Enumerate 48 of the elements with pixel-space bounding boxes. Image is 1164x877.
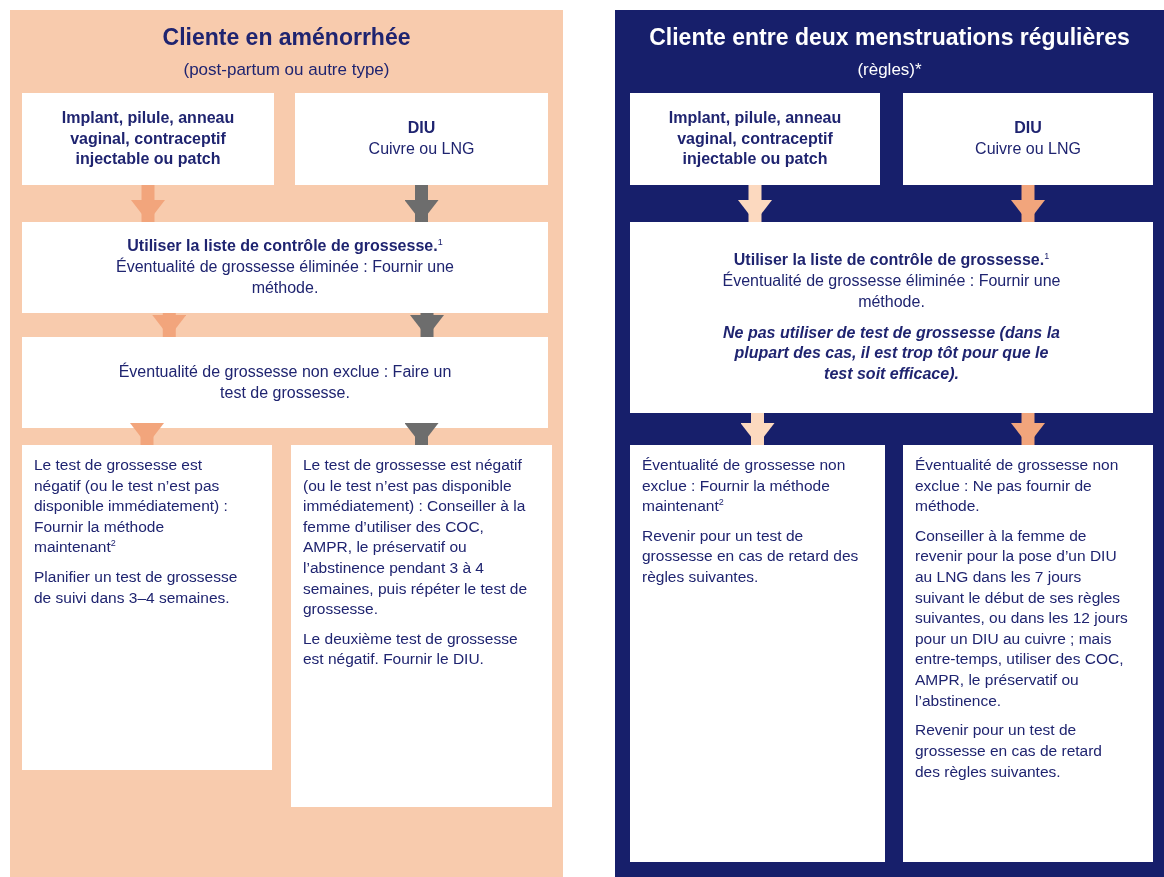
step-box xyxy=(295,93,548,185)
step-text: Éventualité de grossesse non exclue : Ne pas fournir de méthode. xyxy=(915,455,1120,517)
arrow xyxy=(404,185,439,222)
step-text: Utiliser la liste de contrôle de grossesse.$^{1}$ xyxy=(127,236,443,257)
arrow xyxy=(131,185,165,222)
step-text: Cuivre ou LNG xyxy=(975,139,1081,159)
arrow xyxy=(404,423,439,445)
step-box xyxy=(22,337,548,428)
step-box xyxy=(291,445,552,807)
step-box xyxy=(22,93,274,185)
step-box xyxy=(903,445,1153,862)
step-text: DIU xyxy=(407,118,436,139)
step-text: Implant, pilule, anneau vaginal, contraceptif injectable ou patch xyxy=(667,107,843,170)
step-text: Utiliser la liste de contrôle de grossesse.$^{1}$ xyxy=(733,250,1050,271)
panel-title: Cliente entre deux menstruations régulières xyxy=(648,24,1131,51)
arrow xyxy=(1011,185,1045,222)
panel-subtitle: (post-partum ou autre type) xyxy=(182,60,391,80)
step-text: Ne pas utiliser de test de grossesse (dans la plupart des cas, il est trop tôt pour que le test soit efficace). xyxy=(722,322,1061,385)
step-text: Implant, pilule, anneau vaginal, contraceptif injectable ou patch xyxy=(60,107,236,170)
step-text: DIU xyxy=(1014,118,1042,139)
panel-background xyxy=(615,10,1164,877)
step-text: Le test de grossesse est négatif (ou le test n’est pas disponible immédiatement) : Conseiller à la femme d’utiliser des COC, AMPR, le préservatif ou l’abstinence pendant 3 à 4 semaines, puis répéter le test de grossesse. xyxy=(303,455,528,620)
step-text: Planifier un test de grossesse de suivi dans 3–4 semaines. xyxy=(34,567,239,608)
step-box xyxy=(22,222,548,313)
step-text: Conseiller à la femme de revenir pour la pose d’un DIU au LNG dans les 7 jours suivant le début de ses règles suivantes, ou dans les 12 jours pour un DIU au cuivre ; mais entre-temps, utiliser des COC, AMPR, le préservatif ou l’abstinence. xyxy=(915,525,1129,711)
step-box xyxy=(903,93,1153,185)
step-text: Le test de grossesse est négatif (ou le test n’est pas disponible immédiatement) : Fournir la méthode maintenant$^{2}$ xyxy=(34,455,229,558)
panel-subtitle: (règles)* xyxy=(856,60,923,80)
arrow xyxy=(152,313,187,337)
step-text: Le deuxième test de grossesse est négatif. Fournir le DIU. xyxy=(303,628,519,670)
step-text: Éventualité de grossesse éliminée : Fournir une méthode. xyxy=(115,257,455,298)
step-box xyxy=(630,222,1153,413)
arrow xyxy=(130,423,164,445)
step-text: Éventualité de grossesse éliminée : Fournir une méthode. xyxy=(721,270,1062,312)
arrow xyxy=(738,185,772,222)
step-text: Éventualité de grossesse non exclue : Faire un test de grossesse. xyxy=(117,361,453,403)
step-text: Éventualité de grossesse non exclue : Fournir la méthode maintenant$^{2}$ xyxy=(642,455,847,517)
arrow xyxy=(410,313,444,337)
arrow xyxy=(740,413,775,445)
step-text: Revenir pour un test de grossesse en cas de retard des règles suivantes. xyxy=(915,720,1103,782)
step-text: Revenir pour un test de grossesse en cas de retard des règles suivantes. xyxy=(642,525,860,588)
step-box xyxy=(630,93,880,185)
panel-title: Cliente en aménorrhée xyxy=(161,24,412,51)
step-box xyxy=(630,445,885,862)
panel-background xyxy=(10,10,563,877)
step-box xyxy=(22,445,272,770)
step-text: Cuivre ou LNG xyxy=(368,139,475,159)
arrow xyxy=(1011,413,1045,445)
